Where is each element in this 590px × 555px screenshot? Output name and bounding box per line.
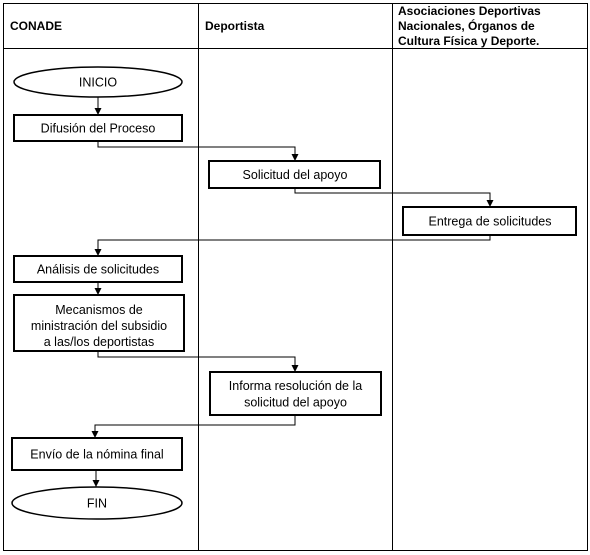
process-box bbox=[209, 371, 382, 416]
connector-solicitud-entrega bbox=[294, 188, 494, 207]
node-solicitud: Solicitud del apoyo bbox=[208, 160, 381, 189]
lane-header-asociaciones-line: Cultura Física y Deporte. bbox=[398, 34, 539, 48]
connectors bbox=[91, 97, 494, 487]
lane-header-conade: CONADE bbox=[10, 19, 62, 33]
node-label: FIN bbox=[87, 497, 107, 511]
process-box bbox=[11, 437, 183, 471]
connector-entrega-analisis bbox=[94, 235, 491, 256]
node-label-line: solicitud del apoyo bbox=[244, 396, 347, 410]
lane-header-asociaciones-line: Asociaciones Deportivas bbox=[398, 4, 541, 18]
node-label: Envío de la nómina final bbox=[30, 448, 163, 462]
node-label: Análisis de solicitudes bbox=[37, 263, 159, 277]
process-box bbox=[13, 294, 185, 352]
node-fin: FIN bbox=[11, 486, 183, 520]
node-label-line: ministración del subsidio bbox=[31, 319, 167, 333]
node-difusion: Difusión del Proceso bbox=[13, 114, 183, 142]
node-envio: Envío de la nómina final bbox=[11, 437, 183, 471]
node-label: Solicitud del apoyo bbox=[243, 168, 348, 182]
connector-informa-envio bbox=[91, 415, 296, 438]
start-terminator bbox=[13, 66, 183, 98]
node-mecanismos: Mecanismos de ministración del subsidio … bbox=[13, 294, 185, 352]
node-label-line: Informa resolución de la bbox=[229, 379, 362, 393]
node-entrega: Entrega de solicitudes bbox=[402, 206, 577, 236]
process-box bbox=[13, 114, 183, 142]
node-informa: Informa resolución de la solicitud del a… bbox=[209, 371, 382, 416]
table-border bbox=[3, 3, 588, 551]
lane-header-asociaciones-line: Nacionales, Órganos de bbox=[398, 18, 535, 33]
process-box bbox=[13, 255, 183, 283]
process-box bbox=[208, 160, 381, 189]
connector-difusion-solicitud bbox=[97, 141, 299, 161]
end-terminator bbox=[11, 486, 183, 520]
node-inicio: INICIO bbox=[13, 66, 183, 98]
node-label-line: a las/los deportistas bbox=[44, 335, 154, 349]
connector-mecanismos-informa bbox=[97, 351, 299, 372]
lane-header-deportista: Deportista bbox=[205, 19, 265, 33]
node-label: Difusión del Proceso bbox=[41, 122, 156, 136]
lane-header-asociaciones: Asociaciones Deportivas Nacionales, Órga… bbox=[398, 4, 541, 48]
node-label: Entrega de solicitudes bbox=[429, 215, 552, 229]
node-label-line: Mecanismos de bbox=[55, 303, 143, 317]
node-analisis: Análisis de solicitudes bbox=[13, 255, 183, 283]
process-box bbox=[402, 206, 577, 236]
node-label: INICIO bbox=[79, 76, 117, 90]
lane-grid bbox=[3, 3, 588, 551]
